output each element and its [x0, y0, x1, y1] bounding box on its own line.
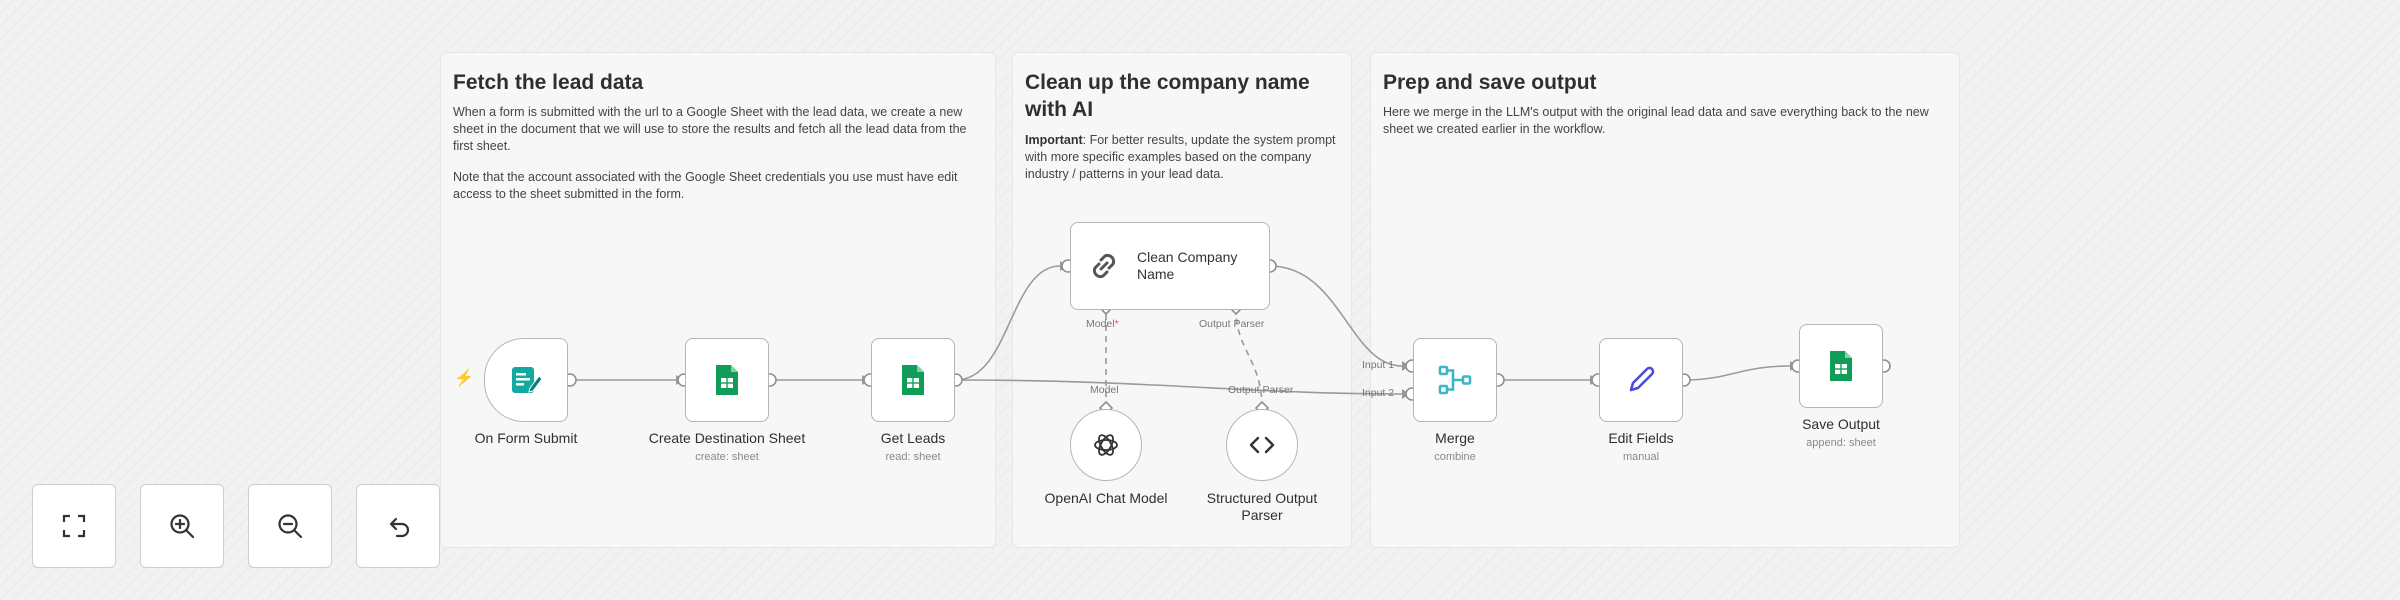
trigger-bolt-icon: ⚡ — [454, 370, 474, 387]
fullscreen-icon — [62, 514, 86, 538]
google-sheets-icon — [902, 365, 924, 395]
node-structured-output-parser[interactable] — [1226, 409, 1298, 481]
node-on-form-submit[interactable] — [484, 338, 568, 422]
node-get-leads[interactable] — [871, 338, 955, 422]
edge-clean-to-merge-input1[interactable] — [1269, 265, 1410, 371]
sticky-text: Note that the account associated with th… — [453, 170, 958, 202]
sticky-title: Fetch the lead data — [453, 71, 644, 94]
node-label: Merge — [1435, 430, 1475, 446]
sticky-title: Clean up the company name with AI — [1025, 71, 1310, 122]
port-label-input1: Input 1 — [1362, 359, 1395, 371]
fit-view-button[interactable] — [32, 484, 116, 568]
node-subtitle: manual — [1622, 451, 1660, 463]
important-label: Important — [1025, 132, 1083, 147]
node-subtitle: create: sheet — [695, 451, 759, 463]
node-label: OpenAI Chat Model — [1044, 490, 1168, 506]
node-create-destination-sheet[interactable] — [685, 338, 769, 422]
sticky-note-fetch-lead-data[interactable]: Fetch the lead data When a form is submi… — [440, 52, 996, 548]
node-openai-chat-model[interactable] — [1070, 409, 1142, 481]
code-brackets-icon — [1249, 436, 1275, 454]
zoom-out-icon — [278, 514, 303, 539]
node-subtitle: append: sheet — [1806, 437, 1876, 449]
google-sheets-icon — [1830, 351, 1852, 381]
node-label: Structured Output Parser — [1206, 490, 1318, 523]
port-label-sub-output-parser: Output Parser — [1228, 384, 1294, 396]
node-merge[interactable] — [1413, 338, 1497, 422]
edge-create-to-getleads[interactable] — [770, 375, 870, 385]
port-label-input2: Input 2 — [1362, 387, 1395, 399]
sticky-note-prep-save-output[interactable]: Prep and save output Here we merge in th… — [1370, 52, 1960, 548]
node-label: Get Leads — [880, 430, 946, 446]
important-text: : For better results, update the system … — [1025, 132, 1336, 181]
sticky-text: Important: For better results, update th… — [1025, 132, 1339, 183]
edge-parser-to-output-parser[interactable] — [1235, 309, 1263, 409]
node-subtitle: read: sheet — [885, 451, 941, 463]
link-chain-icon — [1092, 253, 1116, 279]
port-label-output-parser: Output Parser — [1199, 318, 1265, 330]
node-subtitle: combine — [1434, 451, 1476, 463]
node-clean-company-name[interactable]: Clean Company Name — [1070, 222, 1270, 310]
zoom-in-icon — [170, 514, 195, 539]
edge-getleads-to-clean[interactable] — [955, 261, 1068, 381]
port-label-sub-model: Model — [1090, 384, 1119, 396]
openai-icon — [1094, 434, 1118, 456]
node-save-output[interactable] — [1799, 324, 1883, 408]
node-edit-fields[interactable] — [1599, 338, 1683, 422]
google-sheets-icon — [716, 365, 738, 395]
node-label: Save Output — [1802, 416, 1880, 432]
undo-button[interactable] — [356, 484, 440, 568]
pencil-icon — [1629, 366, 1655, 392]
port-label-model: Model* — [1086, 318, 1119, 330]
edge-merge-to-editfields[interactable] — [1498, 375, 1598, 385]
edge-form-to-create[interactable] — [570, 375, 684, 385]
form-icon — [512, 367, 543, 393]
sticky-title: Prep and save output — [1383, 71, 1597, 94]
sticky-text: When a form is submitted with the url to… — [453, 105, 967, 154]
edge-editfields-to-save[interactable] — [1683, 361, 1798, 381]
node-label: Clean Company Name — [1137, 249, 1238, 282]
node-label: Edit Fields — [1608, 430, 1674, 446]
edge-getleads-to-merge-input2[interactable] — [955, 379, 1410, 399]
zoom-in-button[interactable] — [140, 484, 224, 568]
node-label: On Form Submit — [474, 430, 578, 446]
zoom-out-button[interactable] — [248, 484, 332, 568]
sticky-text: Here we merge in the LLM's output with t… — [1383, 105, 1929, 137]
merge-icon — [1438, 365, 1472, 395]
undo-icon — [389, 517, 410, 538]
node-label: Create Destination Sheet — [648, 430, 806, 446]
